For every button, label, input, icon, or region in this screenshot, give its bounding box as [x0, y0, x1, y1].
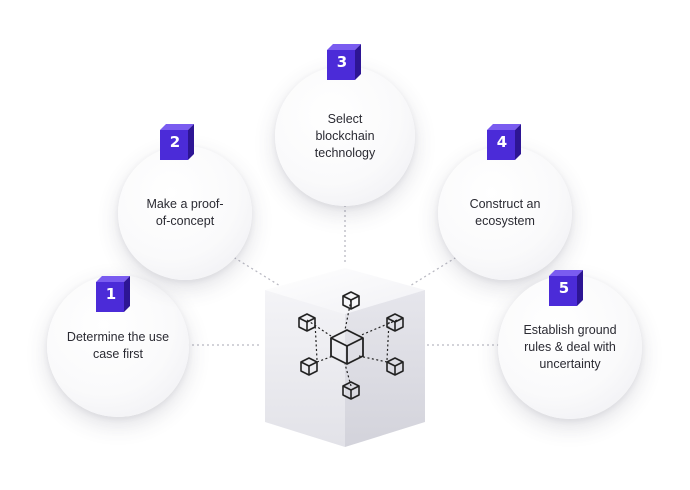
connector-step-4 [399, 254, 461, 293]
cube-badge-icon [549, 270, 583, 306]
step-2-label: Make a proof-of-concept [146, 197, 224, 228]
step-1-label: Determine the use case first [66, 330, 170, 361]
step-1-badge: 1 [96, 276, 130, 314]
step-1-number: 1 [105, 285, 117, 303]
connector-step-2 [229, 254, 291, 293]
step-2-badge: 2 [160, 124, 194, 162]
cube-badge-icon [327, 44, 361, 80]
step-circle-3: Select blockchain technology [275, 66, 415, 206]
center-cube [265, 268, 425, 447]
step-circle-2: Make a proof-of-concept [118, 146, 252, 280]
step-5-label: Establish ground rules & deal with uncer… [523, 322, 617, 371]
step-4-number: 4 [496, 133, 508, 151]
step-3-badge: 3 [327, 44, 361, 82]
cube-badge-icon [487, 124, 521, 160]
step-3-number: 3 [336, 53, 348, 71]
blockchain-network-icon [298, 291, 404, 400]
step-circle-4: Construct an ecosystem [438, 146, 572, 280]
step-2-number: 2 [169, 133, 181, 151]
step-4-badge: 4 [487, 124, 521, 162]
step-5-badge: 5 [549, 270, 583, 308]
step-4-label: Construct an ecosystem [469, 197, 541, 228]
cube-badge-icon [160, 124, 194, 160]
cube-badge-icon [96, 276, 130, 312]
step-3-label: Select blockchain technology [314, 111, 376, 160]
step-5-number: 5 [558, 279, 570, 297]
